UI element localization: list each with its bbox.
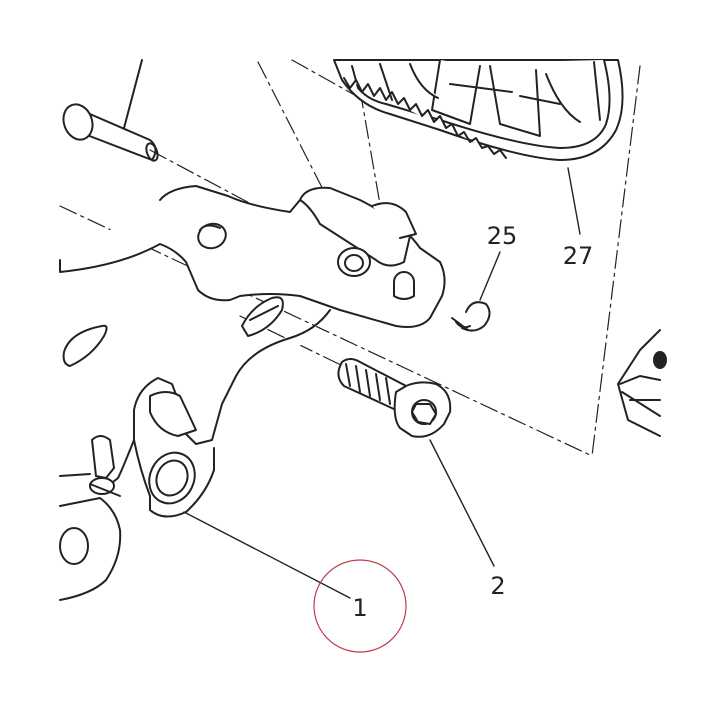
callout-1-highlight-circle [313,559,407,653]
pin-part [62,59,159,162]
footpeg-bracket-part [59,185,446,601]
socket-head-screw-part [337,358,452,438]
frame-part-right [617,329,667,437]
callout-label-27: 27 [563,242,594,270]
footpeg-part [333,59,624,161]
callout-label-1: 1 [352,594,367,622]
leader-lines [183,167,581,599]
callout-label-25: 25 [487,222,518,250]
circlip-part [451,301,491,332]
callout-label-2: 2 [490,572,505,600]
